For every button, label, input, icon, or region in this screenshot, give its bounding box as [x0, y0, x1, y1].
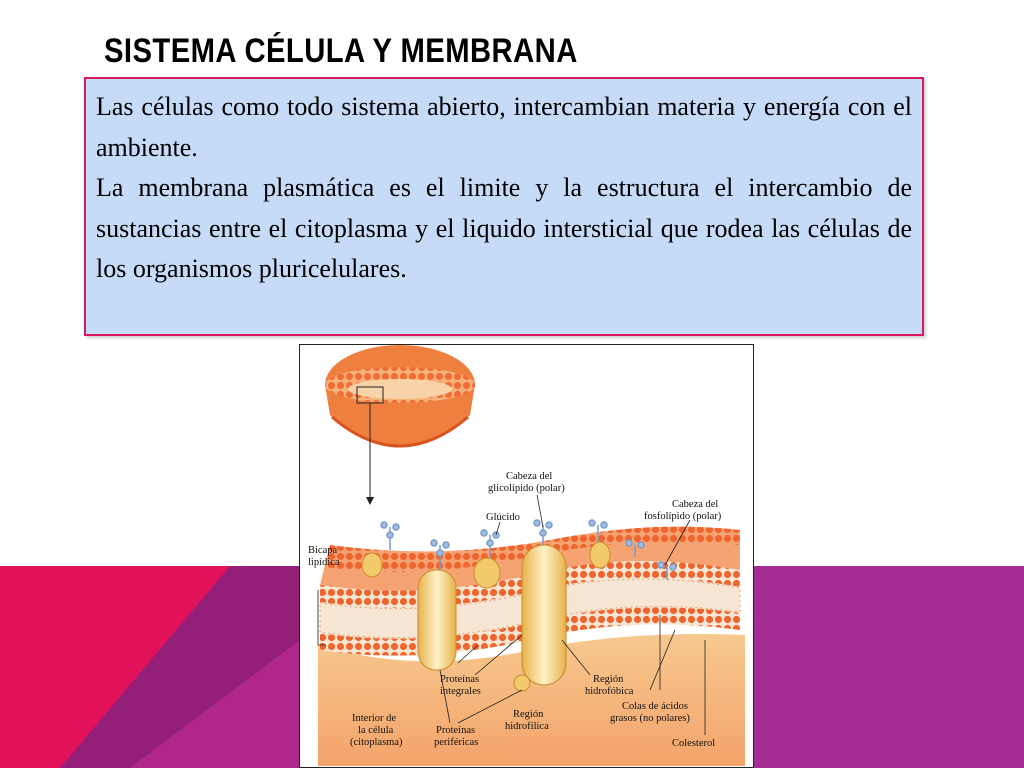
label-interior-3: (citoplasma): [350, 737, 403, 748]
label-proteinas-perifericas-1: Proteínas: [436, 725, 475, 736]
label-colesterol: Colesterol: [672, 738, 715, 749]
paragraph-2: La membrana plasmática es el limite y la…: [96, 173, 912, 283]
label-proteinas-integrales-1: Proteínas: [440, 674, 479, 685]
label-proteinas-integrales-2: integrales: [440, 686, 481, 697]
band-dark: [60, 566, 300, 768]
label-glucido: Glúcido: [486, 512, 520, 523]
label-bicapa-1: Bicapa: [308, 545, 337, 556]
diagram-labels: Bicapa lipídica Cabeza del glicolípido (…: [308, 471, 722, 749]
label-cabeza-fosfolipido-1: Cabeza del: [672, 499, 718, 510]
label-region-hidrofilica-1: Región: [513, 709, 544, 720]
label-region-hidrofobica-2: hidrofóbica: [585, 686, 634, 697]
label-cabeza-glicolipido-2: glicolípido (polar): [488, 483, 565, 494]
label-interior-1: Interior de: [352, 713, 396, 724]
label-bicapa-2: lipídica: [308, 557, 340, 568]
leader-lines: [317, 494, 706, 735]
label-region-hidrofilica-2: hidrofílica: [505, 721, 549, 732]
label-colas-2: grasos (no polares): [610, 713, 690, 724]
text-box: Las células como todo sistema abierto, i…: [84, 77, 924, 336]
label-colas-1: Colas de ácidos: [622, 701, 688, 712]
paragraph-1: Las células como todo sistema abierto, i…: [96, 92, 912, 162]
band-red: [0, 566, 230, 768]
glycan-chains: [380, 519, 677, 580]
label-cabeza-glicolipido-1: Cabeza del: [506, 471, 552, 482]
label-cabeza-fosfolipido-2: fosfolípido (polar): [644, 511, 722, 522]
integral-proteins: [361, 541, 611, 692]
label-region-hidrofobica-1: Región: [593, 674, 624, 685]
cytoplasm-region: [318, 634, 745, 766]
slide-title: SISTEMA CÉLULA Y MEMBRANA: [104, 32, 578, 70]
label-proteinas-perifericas-2: periféricas: [434, 737, 478, 748]
label-interior-2: la célula: [358, 725, 394, 736]
cell-illustration: [325, 345, 475, 505]
membrane-diagram: Bicapa lipídica Cabeza del glicolípido (…: [299, 344, 754, 768]
band-purple: [754, 566, 1024, 768]
